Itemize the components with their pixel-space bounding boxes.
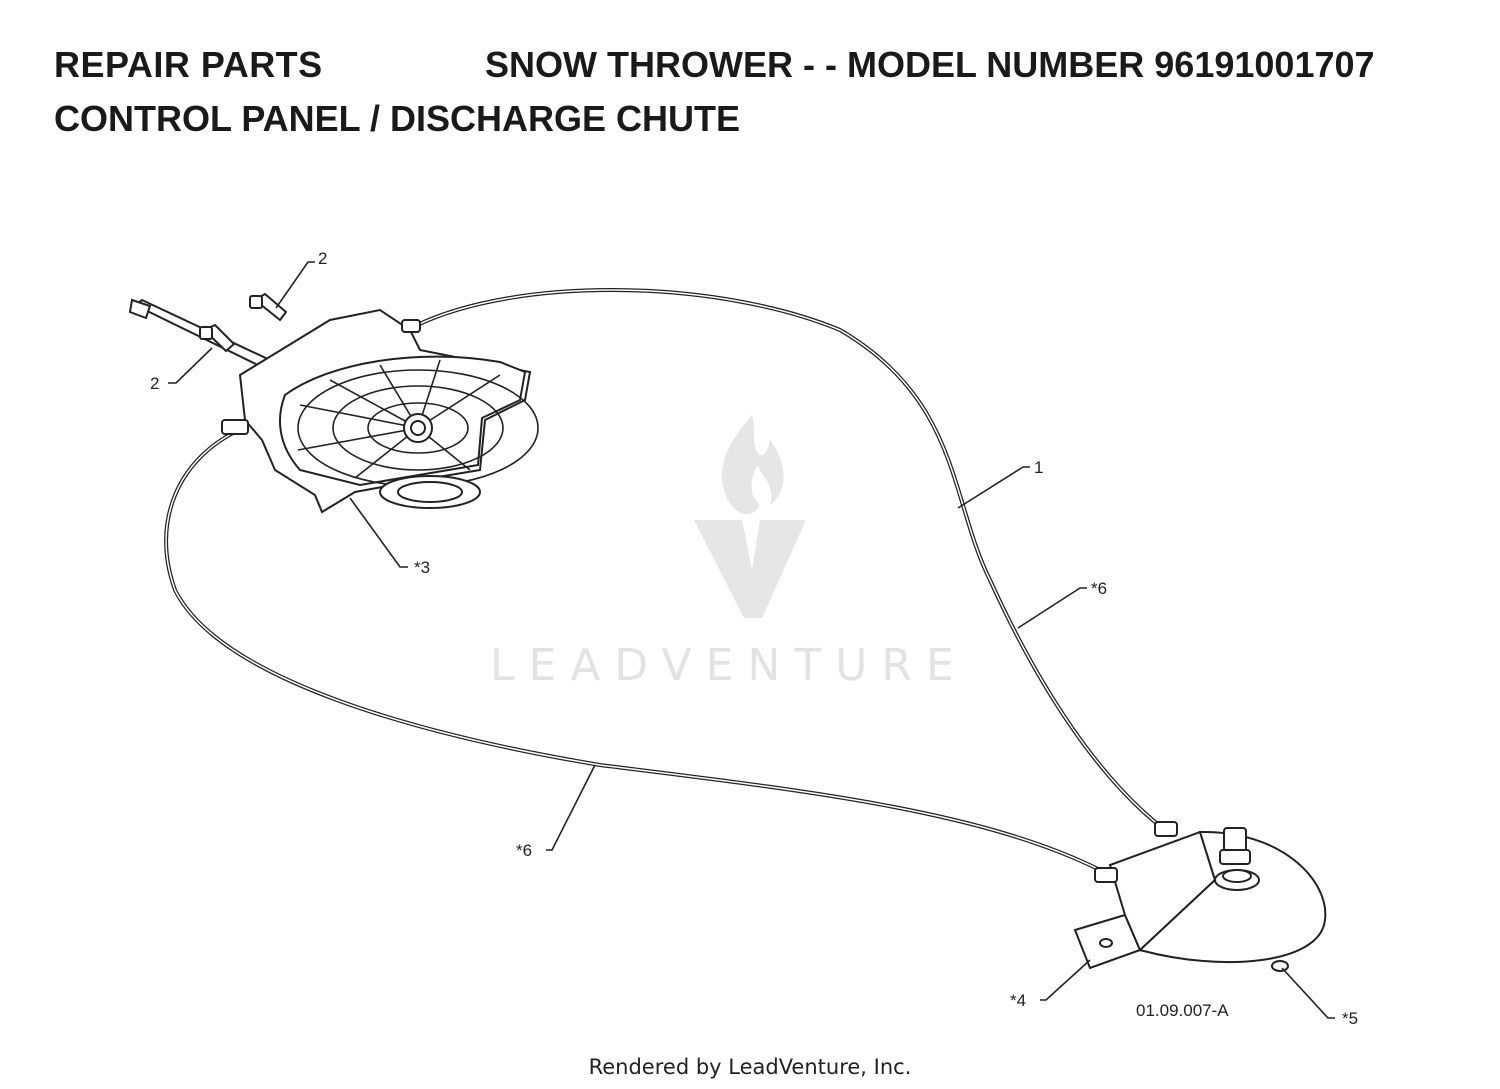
bolt-lower[interactable] <box>199 323 236 353</box>
model-title: SNOW THROWER - - MODEL NUMBER 9619100170… <box>485 44 1375 85</box>
control-panel[interactable] <box>128 298 539 514</box>
callout-2-lower: 2 <box>150 374 159 393</box>
callout-6-right: *6 <box>1091 579 1107 598</box>
chute-bracket[interactable] <box>1073 821 1327 972</box>
section-subtitle: CONTROL PANEL / DISCHARGE CHUTE <box>54 98 741 139</box>
callout-2-upper: 2 <box>318 249 327 268</box>
callout-3: *3 <box>414 558 430 577</box>
bolt-upper[interactable] <box>249 292 288 322</box>
leader-lines <box>168 261 1335 1019</box>
callout-6-left: *6 <box>516 841 532 860</box>
footer-credit: Rendered by LeadVenture, Inc. <box>588 1055 912 1079</box>
watermark-text: LEADVENTURE <box>490 640 968 691</box>
drawing-code: 01.09.007-A <box>1136 1001 1229 1020</box>
page-title: REPAIR PARTS <box>54 44 323 85</box>
callout-4: *4 <box>1010 991 1026 1010</box>
watermark-logo <box>694 415 806 618</box>
callout-5: *5 <box>1342 1009 1358 1028</box>
callout-1: 1 <box>1034 458 1043 477</box>
